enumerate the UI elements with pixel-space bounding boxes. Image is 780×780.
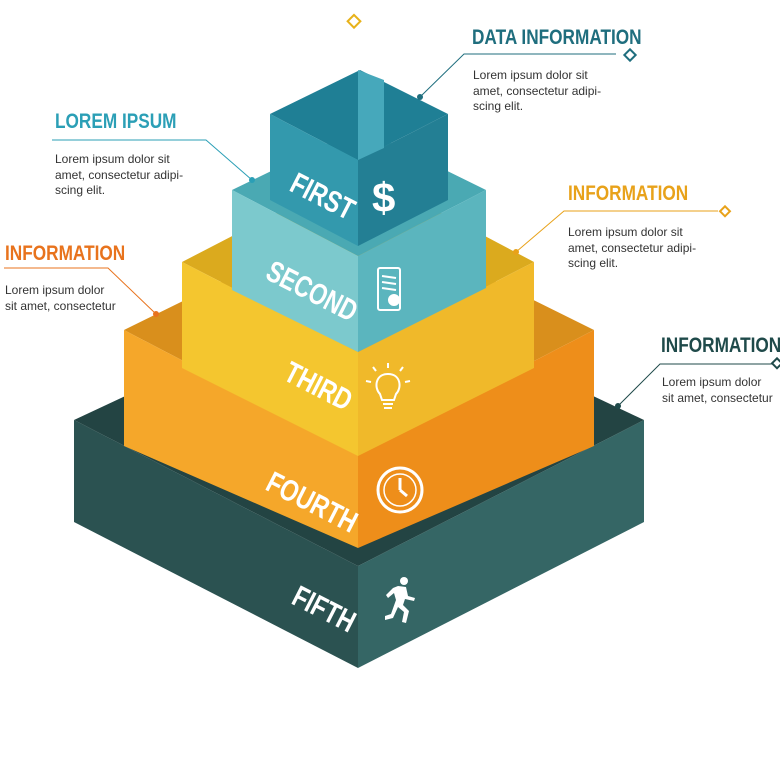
connectors bbox=[4, 13, 780, 409]
callout-body-information-right: Lorem ipsum dolor sit amet, consectetur … bbox=[568, 225, 697, 270]
callout-body-information-left: Lorem ipsum dolor sit amet, consectetur bbox=[5, 283, 116, 313]
dollar-icon: $ bbox=[372, 174, 395, 221]
callout-body-data-information: Lorem ipsum dolor sit amet, consectetur … bbox=[473, 68, 602, 113]
running-man-icon bbox=[385, 577, 415, 623]
callout-title-information-right: INFORMATION bbox=[568, 182, 689, 205]
tier-first: FIRST $ bbox=[270, 70, 448, 246]
callout-body-lorem-ipsum: Lorem ipsum dolor sit amet, consectetur … bbox=[55, 152, 184, 197]
callout-title-information-left: INFORMATION bbox=[5, 242, 126, 265]
callout-title-information-far-right: INFORMATION bbox=[661, 334, 780, 357]
clock-icon bbox=[376, 466, 424, 514]
lightbulb-icon bbox=[365, 363, 411, 409]
callout-body-information-far-right: Lorem ipsum dolor sit amet, consectetur bbox=[662, 375, 773, 405]
callout-title-lorem-ipsum: LOREM IPSUM bbox=[55, 110, 177, 133]
callout-title-data-information: DATA INFORMATION bbox=[472, 26, 642, 49]
certificate-icon bbox=[377, 267, 401, 311]
